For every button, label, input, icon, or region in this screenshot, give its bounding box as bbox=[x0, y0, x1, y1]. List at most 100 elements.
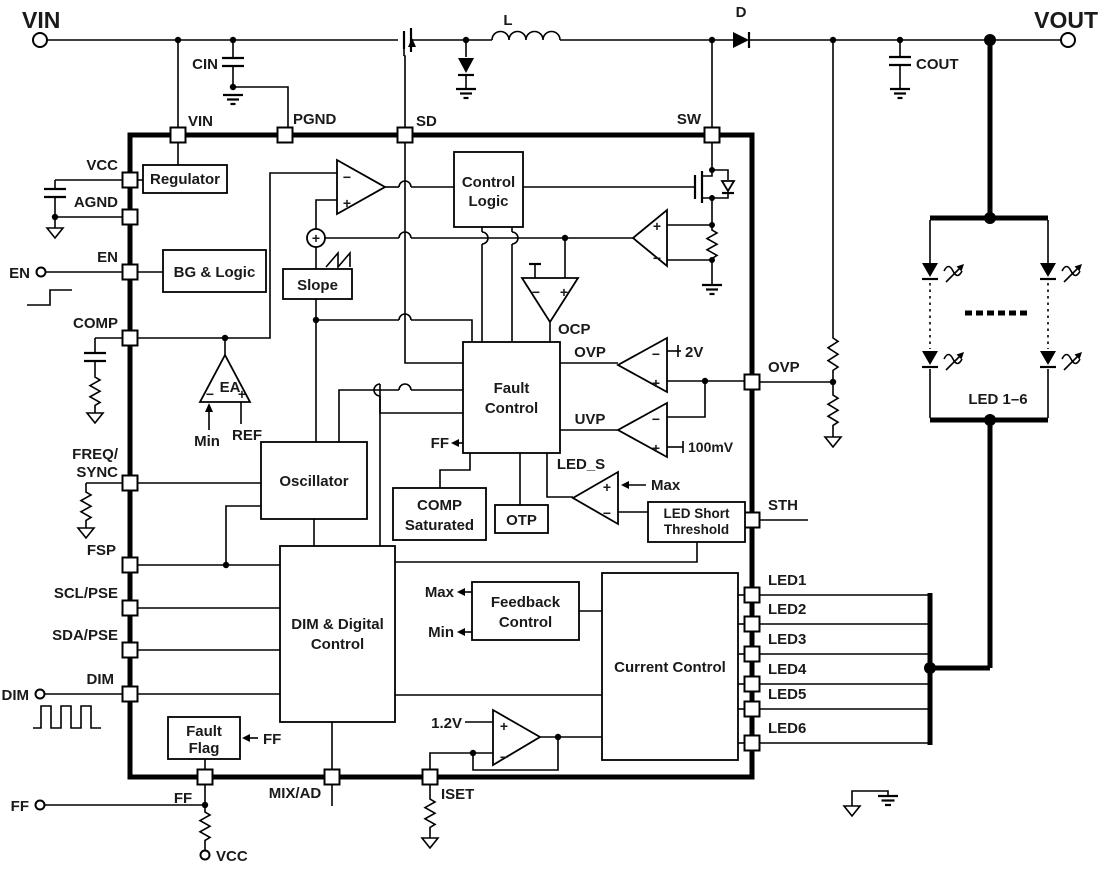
control-logic-label-1: Control bbox=[462, 174, 515, 191]
ground-arrow bbox=[823, 436, 843, 449]
iset-plus: + bbox=[500, 718, 508, 734]
ocp-minus: − bbox=[532, 284, 540, 300]
comp-saturated-block bbox=[392, 487, 487, 541]
pin-en bbox=[121, 263, 139, 281]
uvp-comparator: − + 100mV bbox=[616, 401, 734, 459]
pin-pgnd-label: PGND bbox=[293, 111, 337, 128]
vout-terminal bbox=[1060, 32, 1076, 48]
en-terminal bbox=[35, 266, 47, 278]
cout-label: COUT bbox=[916, 56, 959, 73]
fault-control-block bbox=[462, 341, 561, 454]
pin-dim-label: DIM bbox=[87, 671, 115, 688]
comp-saturated-label-2: Saturated bbox=[405, 517, 474, 534]
pulse-waveform-icon bbox=[33, 705, 101, 729]
uvp-signal-label: UVP bbox=[575, 411, 606, 428]
ff-terminal bbox=[34, 799, 46, 811]
bottom-externals bbox=[331, 785, 898, 850]
pin-agnd-label: AGND bbox=[74, 194, 118, 211]
current-control-block bbox=[601, 572, 739, 761]
min-fb-label: Min bbox=[428, 624, 454, 641]
led-short-threshold-block bbox=[647, 501, 746, 543]
ground-symbol bbox=[890, 87, 910, 100]
ground-symbol bbox=[223, 93, 243, 106]
iset-minus: − bbox=[500, 749, 508, 765]
max-leds-label: Max bbox=[651, 477, 681, 494]
uvp-minus: − bbox=[652, 411, 660, 427]
diode-label: D bbox=[736, 4, 747, 21]
ovp-plus: + bbox=[652, 375, 660, 391]
pin-sth bbox=[743, 511, 761, 529]
vcc-terminal-label: VCC bbox=[216, 848, 248, 865]
led-short-comparator: + − LED_S bbox=[557, 456, 619, 526]
oscillator-label: Oscillator bbox=[279, 473, 348, 490]
otp-label: OTP bbox=[506, 512, 537, 529]
cin-capacitor: CIN bbox=[192, 36, 289, 127]
slope-label: Slope bbox=[297, 277, 338, 294]
en-terminal-label: EN bbox=[9, 265, 30, 282]
pin-mix-ad bbox=[323, 768, 341, 786]
pin-freq-label: FREQ/ bbox=[72, 446, 119, 463]
pin-led4-label: LED4 bbox=[768, 661, 807, 678]
pin-led3 bbox=[743, 645, 761, 663]
pin-sync-label: SYNC bbox=[76, 464, 118, 481]
sense-resistor bbox=[667, 222, 722, 296]
comp-saturated-label-1: COMP bbox=[417, 497, 462, 514]
cin-label: CIN bbox=[192, 56, 218, 73]
ff-terminal-label: FF bbox=[11, 798, 29, 815]
pin-iset-label: ISET bbox=[441, 786, 474, 803]
pin-dim bbox=[121, 685, 139, 703]
pin-sd-label: SD bbox=[416, 113, 437, 130]
pin-vin-label: VIN bbox=[188, 113, 213, 130]
pin-led2-label: LED2 bbox=[768, 601, 806, 618]
sense-plus: + bbox=[653, 218, 661, 234]
ocp-plus: + bbox=[560, 284, 568, 300]
ground-arrow bbox=[85, 412, 105, 425]
pin-agnd bbox=[121, 208, 139, 226]
step-waveform-icon bbox=[27, 289, 72, 306]
pin-fsp bbox=[121, 556, 139, 574]
ocp-label: OCP bbox=[558, 321, 591, 338]
led-string-right bbox=[1040, 220, 1082, 418]
ea-plus: + bbox=[238, 386, 246, 402]
fault-flag-block bbox=[167, 716, 241, 760]
inductor-label: L bbox=[503, 12, 512, 29]
pin-freq-sync bbox=[121, 474, 139, 492]
ovp-divider bbox=[760, 40, 843, 521]
inductor: L bbox=[466, 12, 733, 41]
vcc-terminal bbox=[199, 849, 211, 861]
ref-label: REF bbox=[232, 427, 262, 444]
ff-fault-label: FF bbox=[431, 435, 449, 452]
pin-sw bbox=[703, 126, 721, 144]
vin-terminal-label: VIN bbox=[22, 7, 60, 33]
feedback-control-block bbox=[471, 581, 580, 641]
led-emission-icon bbox=[1061, 353, 1081, 365]
fault-flag-label-2: Flag bbox=[189, 740, 220, 757]
ocp-comparator: − + OCP bbox=[520, 262, 591, 342]
ground-arrow bbox=[45, 227, 65, 240]
dim-digital-label-1: DIM & Digital bbox=[291, 616, 384, 633]
ground-arrow bbox=[76, 527, 96, 540]
fault-control-label-1: Fault bbox=[494, 380, 530, 397]
vin-terminal bbox=[32, 32, 48, 48]
ea-label: EA bbox=[220, 379, 241, 396]
pin-mix-ad-label: MIX/AD bbox=[269, 785, 322, 802]
pin-pgnd bbox=[276, 126, 294, 144]
ovp-ref-label: 2V bbox=[685, 344, 703, 361]
ic-body: VIN PGND SD SW VCC AGND EN COMP FREQ/ SY… bbox=[52, 111, 807, 807]
regulator-label: Regulator bbox=[150, 171, 220, 188]
dim-digital-label-2: Control bbox=[311, 636, 364, 653]
iset-amplifier: + − bbox=[492, 708, 542, 767]
pin-scl-pse bbox=[121, 599, 139, 617]
led-short-label-2: Threshold bbox=[664, 522, 729, 537]
feedback-label-2: Control bbox=[499, 614, 552, 631]
pin-ovp bbox=[743, 373, 761, 391]
pin-led1-label: LED1 bbox=[768, 572, 806, 589]
power-mosfet bbox=[693, 143, 736, 228]
pin-scl-label: SCL/PSE bbox=[54, 585, 118, 602]
pin-led4 bbox=[743, 675, 761, 693]
ovp-comparator: − + 2V bbox=[616, 336, 703, 394]
fault-flag-label-1: Fault bbox=[186, 723, 222, 740]
ground-symbol bbox=[456, 87, 476, 100]
